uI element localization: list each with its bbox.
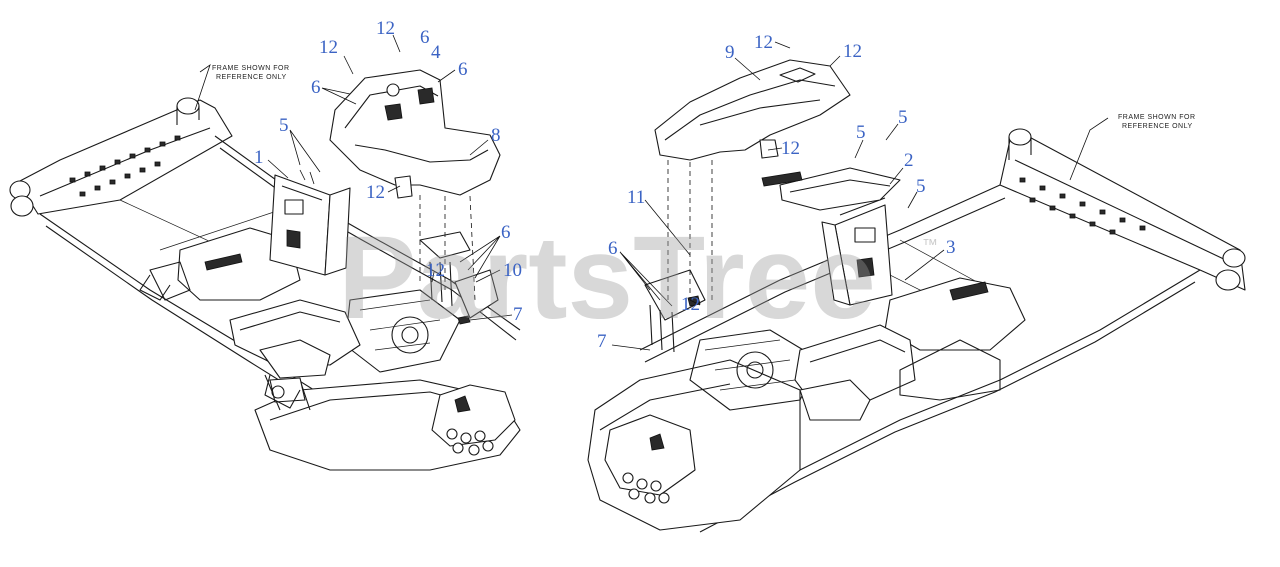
callout-l-12b: 12	[376, 18, 395, 39]
left-part-8-console	[329, 69, 501, 199]
left-leader-lines	[194, 34, 513, 321]
callout-r-9: 9	[725, 42, 735, 63]
callout-r-12d: 12	[681, 294, 700, 315]
callout-l-6c: 6	[311, 77, 321, 98]
callout-l-5: 5	[279, 115, 289, 136]
callout-r-12b: 12	[843, 41, 862, 62]
callout-l-10: 10	[503, 260, 522, 281]
callout-l-6b: 6	[458, 59, 468, 80]
left-frame-rear	[9, 97, 233, 217]
callout-l-6d: 6	[501, 222, 511, 243]
right-frame-rails	[639, 184, 1201, 533]
right-callouts: 12 12 9 5 5 12 2 5 11 3 6 12 7	[597, 32, 956, 352]
left-side-tank	[149, 227, 361, 411]
callout-r-7: 7	[597, 331, 607, 352]
left-callouts: 12 12 6 4 6 6 5 8 1 12 6 12 10 7	[254, 18, 523, 325]
callout-r-2: 2	[904, 150, 914, 171]
left-assembly	[9, 34, 521, 471]
right-part-9-console	[654, 59, 851, 161]
left-assembly-guides	[419, 195, 476, 301]
left-footrest-deck	[254, 289, 521, 471]
callout-l-4: 4	[431, 42, 441, 63]
right-note-line1: FRAME SHOWN FOR	[1118, 114, 1196, 121]
right-frame-rear	[999, 128, 1246, 291]
left-front-casters	[139, 274, 301, 409]
callout-r-5a: 5	[856, 122, 866, 143]
frame-reference-notes: FRAME SHOWN FOR REFERENCE ONLY FRAME SHO…	[212, 65, 1196, 130]
left-part-1-control-tower	[269, 169, 351, 276]
callout-l-12d: 12	[426, 260, 445, 281]
callout-l-8: 8	[491, 125, 501, 146]
callout-r-5b: 5	[898, 107, 908, 128]
right-front-deck	[587, 329, 821, 531]
callout-l-7: 7	[513, 304, 523, 325]
right-part-3-control-tower	[821, 197, 893, 306]
left-note-line1: FRAME SHOWN FOR	[212, 65, 290, 72]
callout-r-6: 6	[608, 238, 618, 259]
callout-r-12c: 12	[781, 138, 800, 159]
callout-r-12a: 12	[754, 32, 773, 53]
callout-r-5c: 5	[916, 176, 926, 197]
watermark-trademark: ™	[922, 237, 938, 254]
left-note-line2: REFERENCE ONLY	[216, 74, 287, 81]
right-part-2-bracket	[761, 167, 901, 211]
watermark: PartsTree ™	[338, 212, 938, 344]
callout-l-6a: 6	[420, 27, 430, 48]
right-leader-lines	[611, 41, 1109, 351]
right-note-line2: REFERENCE ONLY	[1122, 123, 1193, 130]
callout-l-12a: 12	[319, 37, 338, 58]
callout-r-11: 11	[627, 187, 645, 208]
callout-l-12c: 12	[366, 182, 385, 203]
right-side-tank	[794, 277, 1026, 421]
callout-r-3: 3	[946, 237, 956, 258]
right-assembly-guides	[667, 160, 713, 300]
callout-l-1: 1	[254, 147, 264, 168]
right-assembly	[587, 41, 1246, 533]
watermark-text: PartsTree	[338, 212, 876, 344]
